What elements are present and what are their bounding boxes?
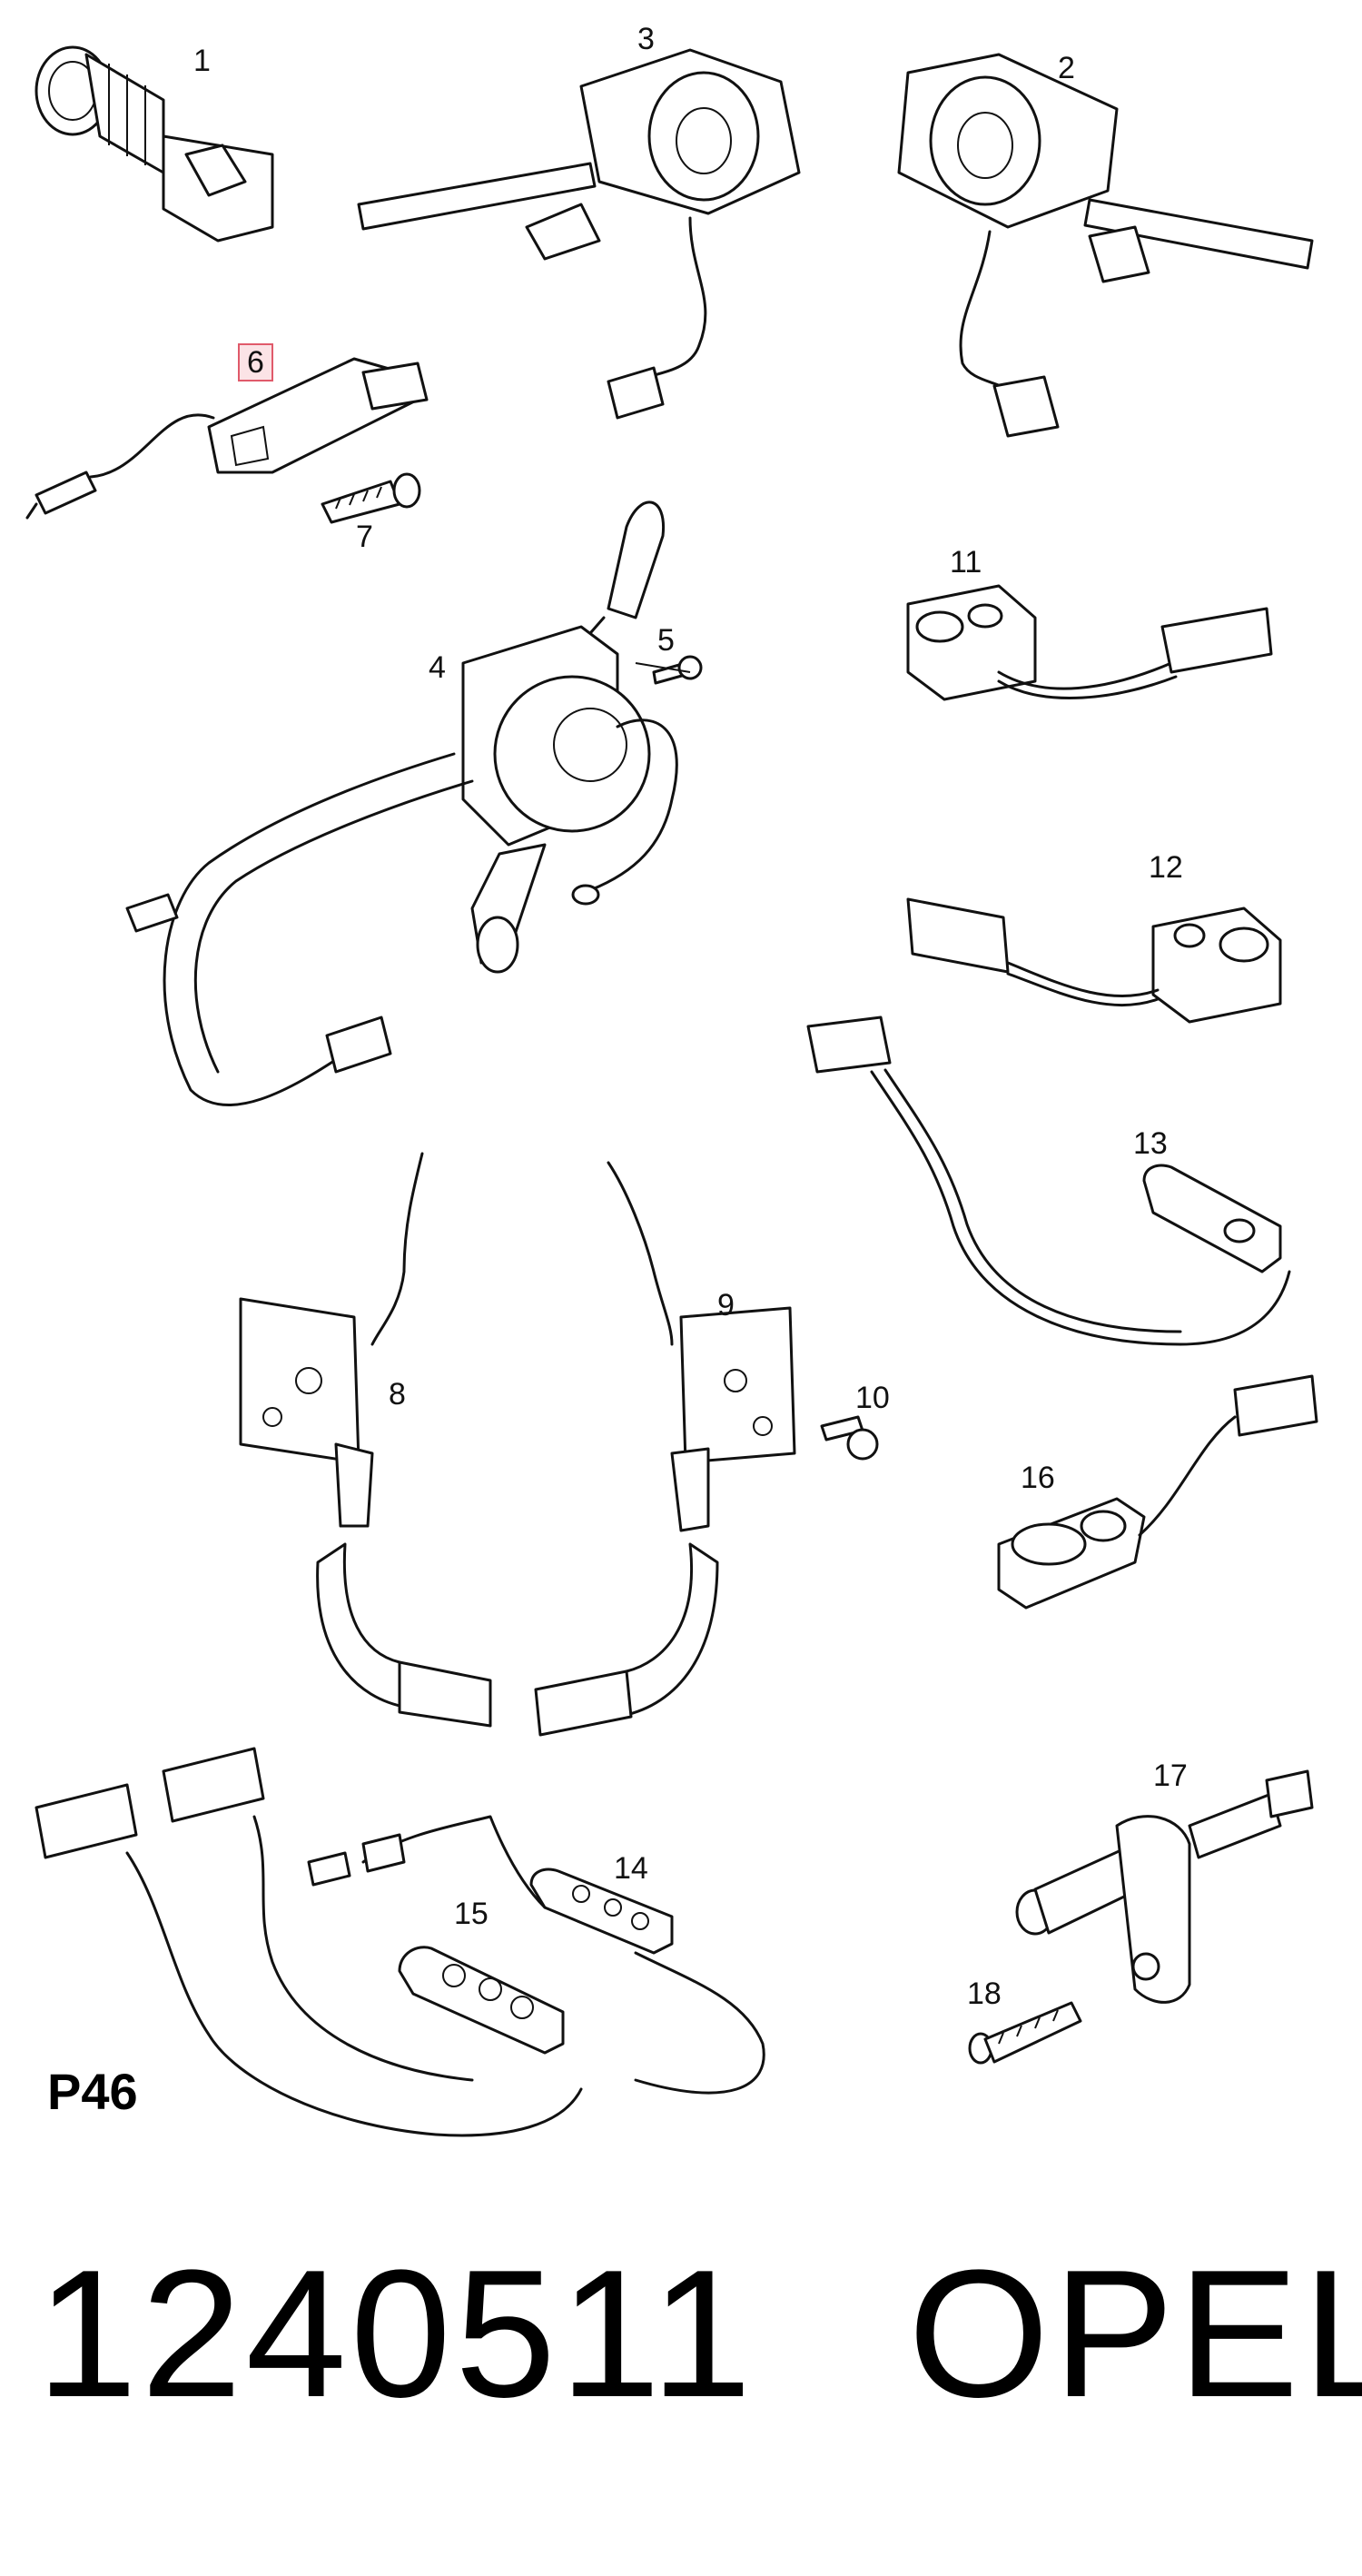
part-3-combination-switch xyxy=(357,48,801,420)
part-12-switch-with-harness xyxy=(906,897,1282,1024)
leader-lines xyxy=(635,662,691,673)
callout-6-highlighted: 6 xyxy=(238,343,273,381)
part-5-screw xyxy=(652,655,703,685)
callout-5: 5 xyxy=(657,623,675,658)
part-10-screw xyxy=(820,1415,879,1461)
part-13-switch-with-harness xyxy=(806,1016,1291,1346)
callout-11: 11 xyxy=(950,545,982,580)
part-18-screw xyxy=(968,2001,1082,2065)
part-2-combination-switch xyxy=(897,53,1314,438)
callout-15: 15 xyxy=(454,1897,489,1931)
part-14-15-switch-harness xyxy=(35,1747,765,2137)
part-number: 1240511 xyxy=(36,2233,755,2435)
page-reference: P46 xyxy=(47,2063,138,2120)
part-8-bracket-switch xyxy=(239,1152,492,1728)
part-16-switch-with-harness xyxy=(997,1374,1318,1610)
callout-10: 10 xyxy=(855,1381,890,1415)
callout-8: 8 xyxy=(389,1377,406,1412)
part-1-switch-plug xyxy=(35,45,274,243)
callout-13: 13 xyxy=(1133,1126,1168,1161)
callout-2: 2 xyxy=(1058,51,1075,85)
callout-12: 12 xyxy=(1149,850,1183,885)
callout-16: 16 xyxy=(1021,1461,1055,1495)
callout-4: 4 xyxy=(429,650,446,685)
callout-3: 3 xyxy=(637,22,655,56)
brand-name: OPEL xyxy=(908,2233,1362,2435)
part-7-screw xyxy=(321,472,421,524)
part-17-door-contact-switch xyxy=(1015,1769,1314,2004)
callout-1: 1 xyxy=(193,44,211,78)
part-11-switch-with-harness xyxy=(906,584,1273,701)
callout-17: 17 xyxy=(1153,1759,1188,1793)
part-4-steering-column-switch xyxy=(125,500,678,1106)
callout-9: 9 xyxy=(717,1288,735,1323)
part-9-bracket-switch xyxy=(534,1161,796,1737)
callout-14: 14 xyxy=(614,1851,648,1886)
callout-7: 7 xyxy=(356,520,373,554)
part-6-switch-with-lead xyxy=(25,357,429,520)
callout-18: 18 xyxy=(967,1977,1002,2011)
